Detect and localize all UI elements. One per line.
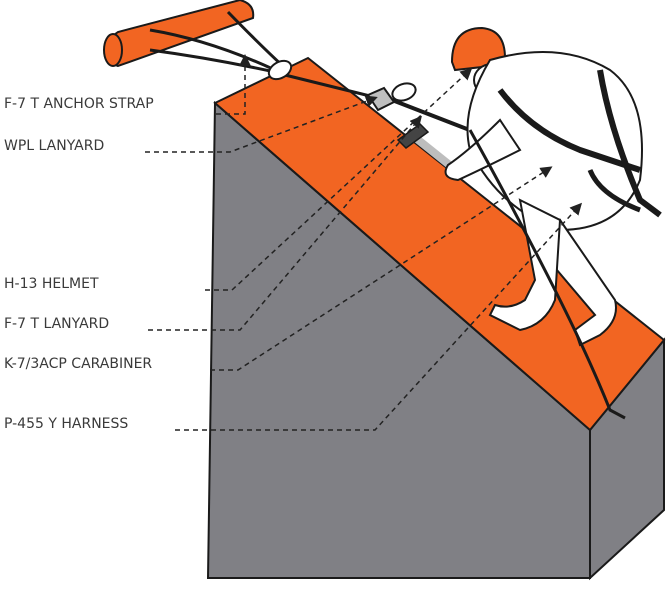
label-anchor-strap: F-7 T ANCHOR STRAP — [4, 96, 154, 112]
label-harness: P-455 Y HARNESS — [4, 416, 128, 432]
label-helmet: H-13 HELMET — [4, 276, 99, 292]
label-wpl-lanyard: WPL LANYARD — [4, 138, 104, 154]
label-carabiner: K-7/3ACP CARABINER — [4, 356, 152, 372]
label-t-lanyard: F-7 T LANYARD — [4, 316, 109, 332]
callout-labels: F-7 T ANCHOR STRAP WPL LANYARD H-13 HELM… — [4, 96, 154, 432]
anchor-beam — [104, 0, 253, 66]
